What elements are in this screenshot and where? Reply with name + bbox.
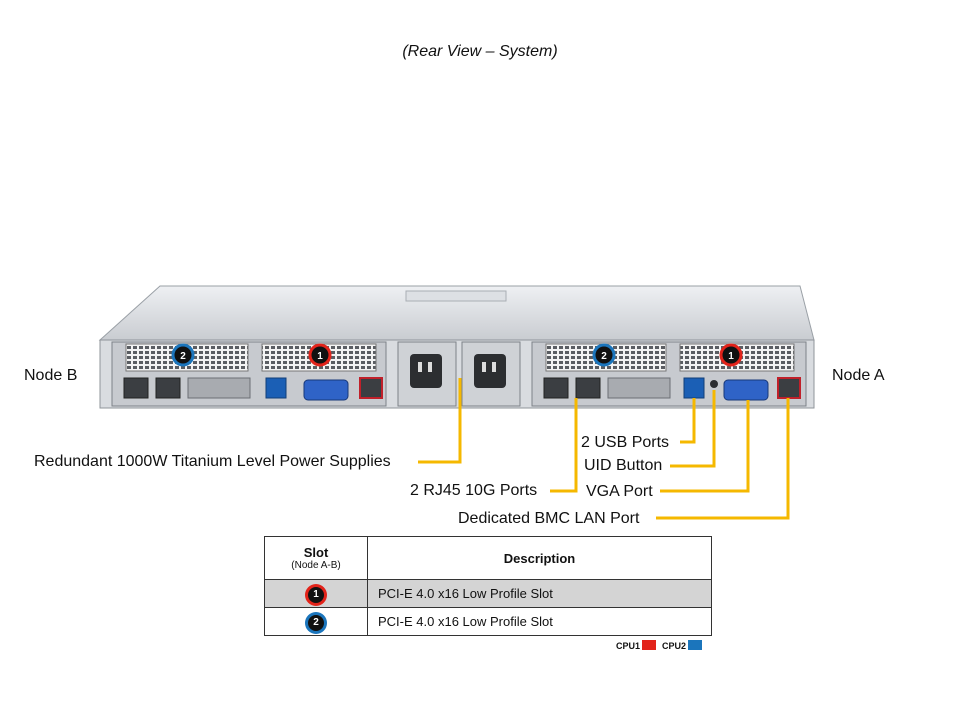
node-b-rj45-port-2: [155, 377, 181, 399]
description-cell: PCI-E 4.0 x16 Low Profile Slot: [367, 579, 712, 608]
power-supplies: [397, 341, 521, 407]
callout-line-vga: [660, 400, 750, 493]
slot-badge-node-b-1: 1: [308, 343, 332, 367]
callout-line-rj45: [550, 398, 578, 493]
chassis-top-handle: [405, 290, 507, 302]
legend-cpu2-label: CPU2: [662, 641, 687, 651]
node-b-label: Node B: [24, 367, 78, 384]
callout-line-power: [418, 378, 462, 464]
node-b-io-plate: [187, 377, 251, 399]
slot-badge-cpu2: 2: [308, 614, 324, 631]
slot-badge-cpu1: 1: [308, 586, 324, 603]
slot-header-title: Slot: [303, 545, 329, 560]
legend-cpu2-swatch: [688, 640, 703, 650]
description-cell: PCI-E 4.0 x16 Low Profile Slot: [367, 607, 712, 636]
callout-vga-port: VGA Port: [586, 483, 653, 500]
node-a-module: [531, 341, 807, 407]
node-a-rj45-port-1: [543, 377, 569, 399]
node-a-rj45-port-2: [575, 377, 601, 399]
callout-rj45-ports: 2 RJ45 10G Ports: [410, 482, 538, 499]
callout-line-bmc: [656, 398, 790, 520]
diagram-title: (Rear View – System): [402, 43, 558, 60]
legend-cpu1-swatch: [642, 640, 657, 650]
slot-table: Slot (Node A-B) Description 1 PCI-E 4.0 …: [264, 536, 712, 636]
slot-badge-node-b-2: 2: [171, 343, 195, 367]
slot-badge-node-a-2: 2: [592, 343, 616, 367]
slot-badge-label: 2: [601, 351, 607, 362]
callout-bmc-lan-port: Dedicated BMC LAN Port: [458, 510, 640, 527]
table-row: 2 PCI-E 4.0 x16 Low Profile Slot: [264, 607, 712, 636]
slot-column-header: Slot (Node A-B): [264, 536, 368, 580]
legend-cpu1-label: CPU1: [616, 641, 641, 651]
node-a-vga-port: [723, 379, 769, 401]
node-a-bmc-lan-port: [777, 377, 801, 399]
table-row: 1 PCI-E 4.0 x16 Low Profile Slot: [264, 579, 712, 608]
cpu-legend: CPU1 CPU2: [616, 640, 708, 651]
node-b-rj45-port-1: [123, 377, 149, 399]
node-b-usb-ports: [265, 377, 287, 399]
node-a-io-plate: [607, 377, 671, 399]
slot-cell: 2: [264, 607, 368, 636]
node-b-module: [111, 341, 387, 407]
callout-usb-ports: 2 USB Ports: [581, 434, 670, 451]
callout-line-usb: [680, 398, 696, 444]
slot-badge-label: 2: [180, 351, 186, 362]
description-column-header: Description: [367, 536, 712, 580]
callout-power-supplies: Redundant 1000W Titanium Level Power Sup…: [34, 453, 391, 470]
slot-badge-label: 1: [317, 351, 323, 362]
node-b-bmc-lan-port: [359, 377, 383, 399]
node-a-usb-ports: [683, 377, 705, 399]
callout-line-uid: [670, 390, 716, 468]
slot-cell: 1: [264, 579, 368, 608]
callout-uid-button: UID Button: [584, 457, 663, 474]
node-a-label: Node A: [832, 367, 885, 384]
node-b-vga-port: [303, 379, 349, 401]
node-a-uid-button: [710, 380, 718, 388]
slot-badge-label: 1: [728, 351, 734, 362]
slot-header-subtitle: (Node A-B): [291, 560, 341, 571]
slot-badge-node-a-1: 1: [719, 343, 743, 367]
